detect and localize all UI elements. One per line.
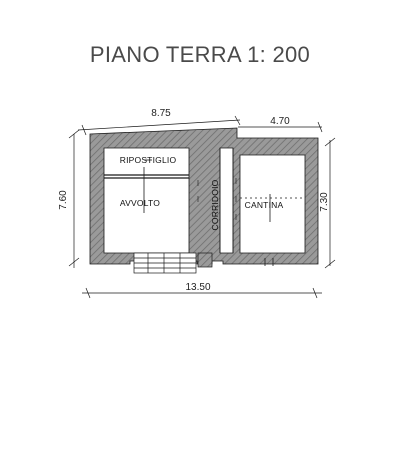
ripostiglio-partition	[104, 174, 189, 179]
dimension-left: 7.60	[58, 190, 69, 210]
corridor-openings	[197, 178, 237, 220]
dimension-bottom: 13.50	[185, 282, 210, 293]
dimension-top-left: 8.75	[151, 108, 171, 119]
room-label-corridoio: CORRIDOIO	[210, 179, 220, 230]
dimension-lines	[68, 115, 336, 299]
ceiling-marks	[143, 159, 305, 266]
page-title: PIANO TERRA 1: 200	[89, 42, 311, 67]
dimension-right: 7.30	[319, 192, 330, 212]
building-walls	[89, 127, 319, 265]
room-label-avvolto: AVVOLTO	[120, 198, 160, 208]
room-label-ripostiglio: RIPOSTIGLIO	[120, 155, 177, 165]
stairs	[133, 252, 213, 274]
corridor-lines	[219, 148, 234, 253]
room-label-cantina: CANTINA	[245, 200, 284, 210]
dimension-top-right: 4.70	[270, 116, 290, 127]
